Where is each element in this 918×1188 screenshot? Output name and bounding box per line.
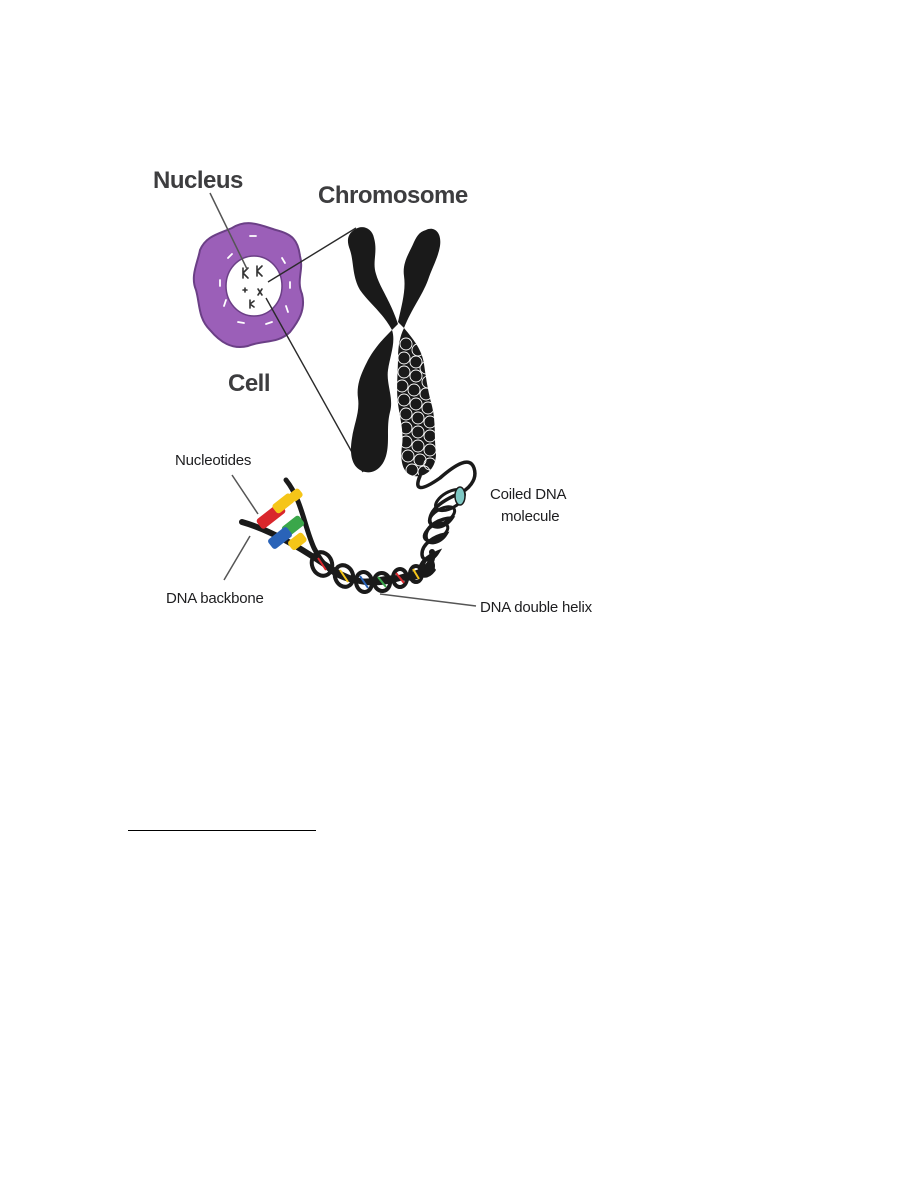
double-helix-pointer [379,593,477,607]
dna-backbone-strand-b [283,477,435,584]
label-coiled-dna-line1: Coiled DNA [490,486,567,503]
label-dna-backbone: DNA backbone [166,590,264,607]
coil-highlight [454,486,466,506]
dna-backbone-pointer [223,535,251,581]
zoom-line-top [267,227,357,283]
footnote-separator-line [128,830,316,831]
label-nucleotides: Nucleotides [175,452,251,469]
nucleotide-base-pairs [256,488,307,551]
helix-small-base-pairs [317,557,420,589]
chromosome-arm-lower-left [350,330,394,473]
chromosome-arm-lower-right [397,328,436,477]
chromosome [347,227,441,477]
helix-twists [309,550,435,594]
dna-double-helix [239,477,436,594]
coil-loops [422,487,466,543]
chromosome-arm-upper-left [347,227,398,330]
cell [192,222,304,348]
label-nucleus: Nucleus [153,167,243,194]
cell-membrane-marks [219,235,291,325]
label-dna-double-helix: DNA double helix [480,599,593,616]
label-coiled-dna-line2: molecule [501,508,559,525]
label-chromosome: Chromosome [318,182,468,209]
nucleus-pointer [209,192,248,270]
chromosome-arm-upper-right [398,228,441,328]
nucleotides-pointer [231,474,259,515]
label-cell: Cell [228,370,270,397]
zoom-line-bottom [265,297,364,473]
